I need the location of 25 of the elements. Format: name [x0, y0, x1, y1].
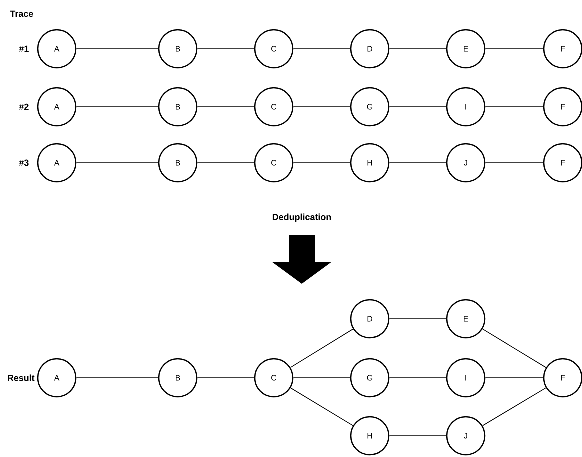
- connector-line: [197, 162, 255, 164]
- connector-line: [389, 48, 447, 50]
- connector-line: [485, 162, 544, 164]
- connector-line: [389, 106, 447, 108]
- row-label: #2: [19, 104, 29, 110]
- row-label: #1: [19, 46, 29, 52]
- connector-line: [389, 318, 447, 320]
- row-label: Deduplication: [272, 214, 332, 222]
- connector-line: [197, 106, 255, 108]
- connector-line: [293, 162, 351, 164]
- connector-line: [482, 388, 547, 426]
- connector-line: [76, 106, 159, 108]
- connector-line: [76, 48, 159, 50]
- row-label: Trace: [10, 10, 34, 18]
- connector-line: [290, 388, 354, 426]
- connector-line: [290, 328, 354, 368]
- connector-line: [389, 162, 447, 164]
- connector-line: [482, 328, 547, 368]
- connector-line: [293, 106, 351, 108]
- connector-line: [485, 48, 544, 50]
- connector-line: [485, 106, 544, 108]
- connector-line: [293, 48, 351, 50]
- connector-line: [76, 162, 159, 164]
- row-label: #3: [19, 160, 29, 166]
- connector-line: [197, 48, 255, 50]
